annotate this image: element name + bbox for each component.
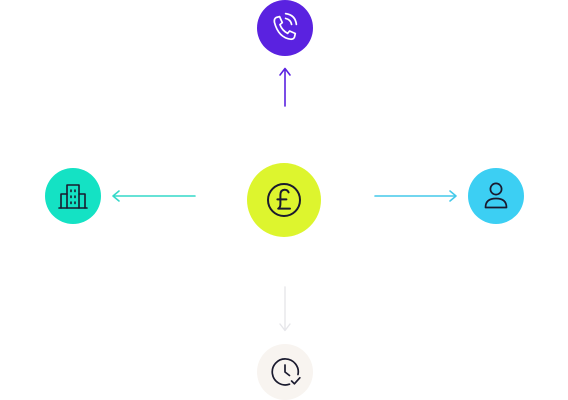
- user-profile-icon: [484, 182, 508, 209]
- node-building-circle: [45, 168, 101, 224]
- connector-right: [374, 190, 457, 202]
- phone-call-icon: [273, 12, 298, 41]
- node-phone-circle: [257, 0, 313, 56]
- node-phone: [257, 0, 313, 56]
- connector-left-arrowhead: [112, 190, 120, 202]
- node-user: [468, 168, 524, 224]
- node-building: [45, 168, 101, 224]
- pound-currency-icon: [267, 183, 301, 217]
- connector-down: [279, 286, 291, 332]
- node-clock: [257, 344, 313, 400]
- node-pound: [247, 163, 321, 237]
- clock-check-icon: [271, 358, 301, 386]
- connector-up: [279, 67, 291, 107]
- connector-down-arrowhead: [279, 323, 291, 332]
- connector-right-arrowhead: [449, 190, 457, 202]
- connector-up-arrowhead: [279, 67, 291, 76]
- node-user-circle: [468, 168, 524, 224]
- office-building-icon: [58, 184, 88, 209]
- connector-left: [112, 190, 196, 202]
